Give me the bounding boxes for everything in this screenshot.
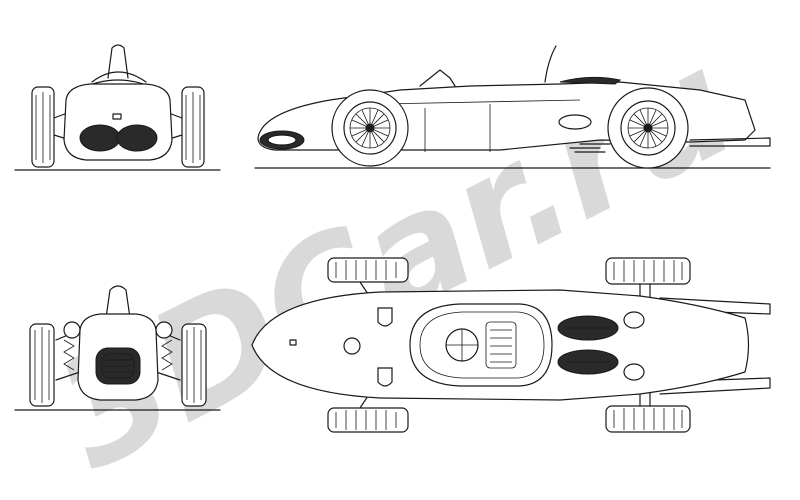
left-suspension [55,321,81,381]
side-front-wheel [331,89,409,167]
cockpit [409,303,553,387]
badge-lower [377,367,393,387]
right-air-intake [116,124,158,152]
badge-upper [377,307,393,327]
windscreen [419,69,456,87]
front-body [63,83,173,161]
side-view [254,45,771,169]
left-air-intake [79,124,121,152]
fuel-cap [343,337,361,355]
rear-roll-bar [105,285,131,319]
top-rear-left-wheel [605,257,691,285]
roll-bar [107,44,129,79]
top-view [251,257,771,433]
top-rear-right-wheel [605,405,691,433]
roll-hoop [544,45,557,83]
rear-view [14,285,221,411]
top-front-right-wheel [327,407,409,433]
top-front-left-wheel [327,257,409,283]
front-view [14,44,221,171]
side-rear-wheel [607,87,689,169]
